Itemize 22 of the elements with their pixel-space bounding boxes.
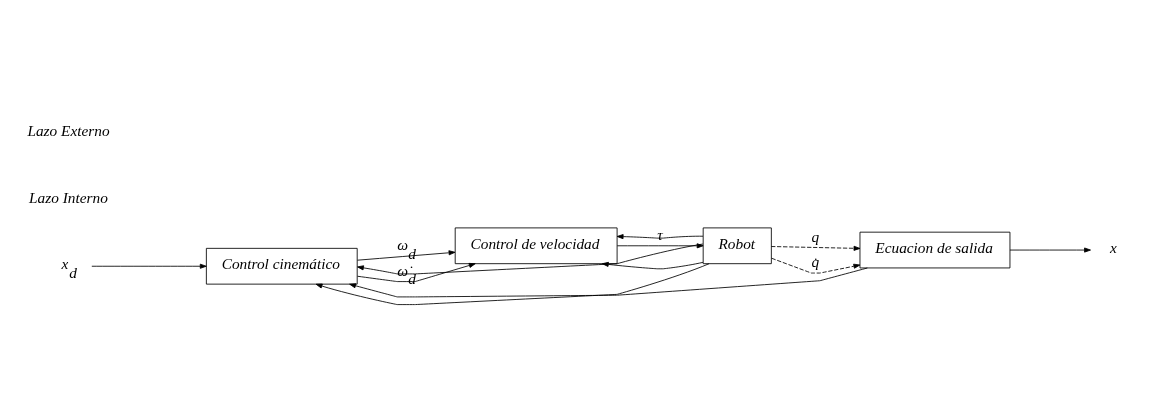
arrow [357, 243, 704, 274]
node-box: Control de velocidad [454, 226, 618, 264]
arrow [315, 262, 710, 305]
node-box: Robot [702, 226, 772, 264]
edge-label: τ [657, 225, 663, 243]
label: Lazo Externo [27, 121, 110, 139]
arrow [349, 267, 868, 297]
node-box: Ecuacion de salida [859, 231, 1011, 268]
arrow [771, 257, 861, 273]
arrow [357, 249, 456, 261]
node-box: Control cinemático [205, 247, 358, 285]
arrow [616, 233, 704, 239]
label: Lazo Interno [29, 188, 108, 206]
arrow [770, 245, 861, 251]
arrow [357, 262, 476, 282]
edge-label: q [811, 227, 820, 245]
arrow [601, 261, 704, 269]
arrow [91, 263, 207, 269]
edge-label: q̇ [811, 252, 820, 270]
arrow [1009, 247, 1091, 253]
node-text: x [1110, 238, 1117, 256]
arrow [616, 242, 704, 248]
